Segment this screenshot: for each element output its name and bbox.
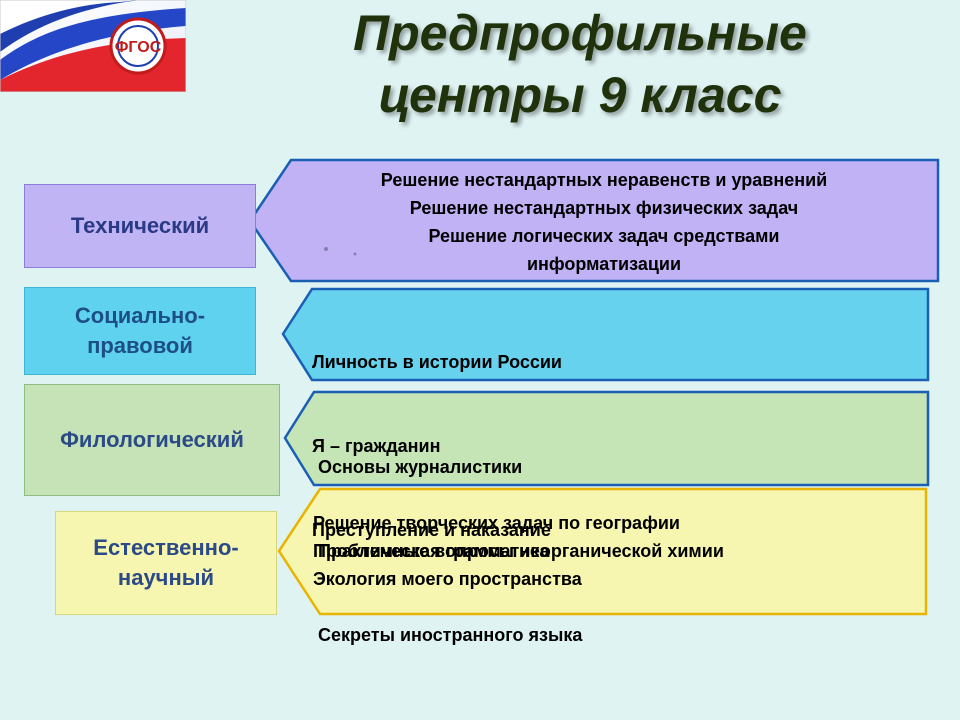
category-social: Социально- правовой <box>24 287 256 375</box>
title-line-1: Предпрофильные <box>353 5 807 61</box>
category-natural: Естественно- научный <box>55 511 277 615</box>
list-item: Проблемные вопросы неорганической химии <box>313 541 724 561</box>
list-item: Основы журналистики <box>318 457 523 477</box>
logo: ФГОС <box>0 0 186 92</box>
list-item: Преступление и наказание <box>312 520 551 540</box>
category-label-line: правовой <box>87 333 193 358</box>
items-natural: Решение творческих задач по географии Пр… <box>313 509 913 593</box>
items-technical: Решение нестандартных неравенств и уравн… <box>296 166 912 278</box>
list-item: информатизации <box>526 254 682 274</box>
category-label: Технический <box>70 213 210 238</box>
list-item: Личность в истории России <box>312 352 562 372</box>
page-title: Предпрофильные центры 9 класс <box>230 2 930 126</box>
items-social: Личность в истории России Я – гражданин … <box>312 292 912 572</box>
category-technical: Технический <box>24 184 256 268</box>
list-item: Решение логических задач средствами <box>428 226 780 246</box>
list-item: Секреты иностранного языка <box>318 625 583 645</box>
list-item: Решение нестандартных неравенств и уравн… <box>380 170 828 190</box>
items-philology: Основы журналистики Практическая граммат… <box>318 397 918 677</box>
callout-philology <box>283 390 930 487</box>
category-philology: Филологический <box>24 384 280 496</box>
list-item: Я – гражданин <box>312 436 441 456</box>
list-item: Практическая грамматика <box>318 541 550 561</box>
list-item: Решение творческих задач по географии <box>313 513 680 533</box>
logo-text: ФГОС <box>115 39 162 56</box>
category-label-line: Социально- <box>74 303 206 328</box>
callout-technical <box>248 158 940 283</box>
list-item: Экология моего пространства <box>313 569 582 589</box>
callout-social <box>281 287 930 382</box>
list-item: Решение нестандартных физических задач <box>409 198 799 218</box>
category-label-line: научный <box>117 565 215 590</box>
category-label-line: Естественно- <box>93 535 239 560</box>
bullet-dot <box>324 247 328 251</box>
fgos-logo-icon: ФГОС <box>0 0 186 92</box>
title-line-2: центры 9 класс <box>378 67 782 123</box>
bullet-dot <box>353 252 357 256</box>
callout-natural <box>277 487 928 616</box>
category-label: Филологический <box>60 427 244 452</box>
